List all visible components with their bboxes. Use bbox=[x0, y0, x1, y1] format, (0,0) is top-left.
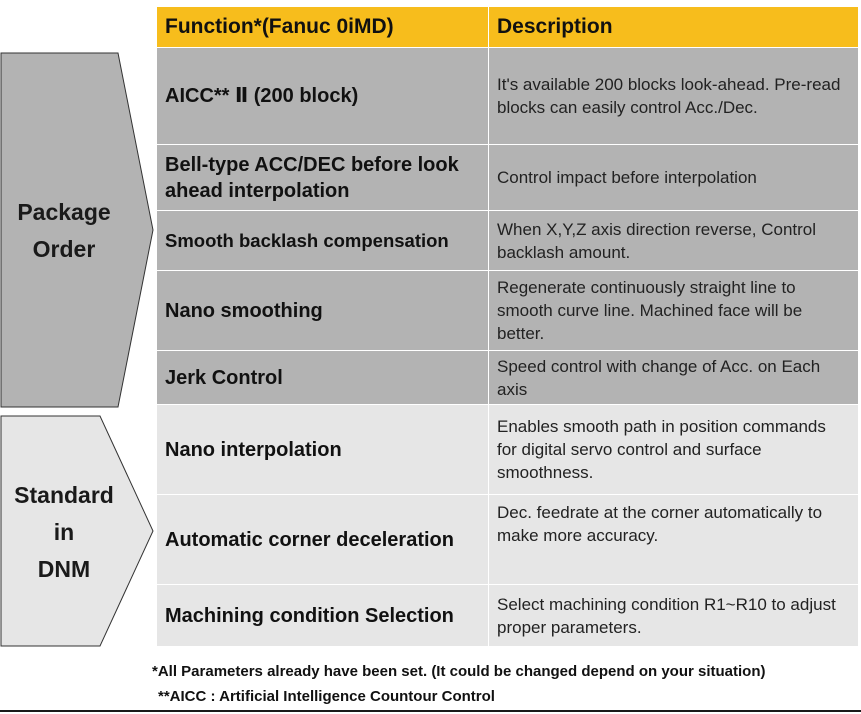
function-cell: Smooth backlash compensation bbox=[156, 210, 489, 271]
package-order-arrow bbox=[0, 52, 160, 408]
table-row: Smooth backlash compensation When X,Y,Z … bbox=[156, 210, 859, 271]
function-column-header: Function*(Fanuc 0iMD) bbox=[156, 6, 489, 48]
function-cell: Nano smoothing bbox=[156, 270, 489, 351]
table-row: Nano interpolation Enables smooth path i… bbox=[156, 404, 859, 495]
function-cell: AICC** Ⅱ (200 block) bbox=[156, 47, 489, 145]
description-cell: Control impact before interpolation bbox=[488, 144, 859, 211]
description-cell: It's available 200 blocks look-ahead. Pr… bbox=[488, 47, 859, 145]
description-cell: When X,Y,Z axis direction reverse, Contr… bbox=[488, 210, 859, 271]
description-column-header: Description bbox=[488, 6, 859, 48]
function-cell: Bell-type ACC/DEC before look ahead inte… bbox=[156, 144, 489, 211]
table-row: Automatic corner deceleration Dec. feedr… bbox=[156, 494, 859, 585]
function-cell: Nano interpolation bbox=[156, 404, 489, 495]
table-row: AICC** Ⅱ (200 block) It's available 200 … bbox=[156, 47, 859, 145]
footnotes: *All Parameters already have been set. (… bbox=[152, 661, 765, 711]
function-cell: Machining condition Selection bbox=[156, 584, 489, 647]
standard-in-dnm-arrow bbox=[0, 415, 160, 647]
table-header: Function*(Fanuc 0iMD) Description bbox=[156, 6, 859, 48]
description-cell: Select machining condition R1~R10 to adj… bbox=[488, 584, 859, 647]
table-row: Jerk Control Speed control with change o… bbox=[156, 350, 859, 405]
table-row: Nano smoothing Regenerate continuously s… bbox=[156, 270, 859, 351]
description-cell: Regenerate continuously straight line to… bbox=[488, 270, 859, 351]
bottom-divider bbox=[0, 710, 861, 712]
standard-in-dnm-label: Standard in DNM bbox=[14, 482, 114, 582]
description-cell: Enables smooth path in position commands… bbox=[488, 404, 859, 495]
function-cell: Automatic corner deceleration bbox=[156, 494, 489, 585]
function-table: Function*(Fanuc 0iMD) Description AICC**… bbox=[156, 6, 859, 647]
footnote-aicc: **AICC : Artificial Intelligence Countou… bbox=[158, 688, 495, 705]
footnote-parameters: *All Parameters already have been set. (… bbox=[152, 663, 766, 680]
package-order-label: Package Order bbox=[17, 199, 111, 262]
table-row: Machining condition Selection Select mac… bbox=[156, 584, 859, 647]
description-cell: Speed control with change of Acc. on Eac… bbox=[488, 350, 859, 405]
table-row: Bell-type ACC/DEC before look ahead inte… bbox=[156, 144, 859, 211]
description-cell: Dec. feedrate at the corner automaticall… bbox=[488, 494, 859, 585]
function-cell: Jerk Control bbox=[156, 350, 489, 405]
